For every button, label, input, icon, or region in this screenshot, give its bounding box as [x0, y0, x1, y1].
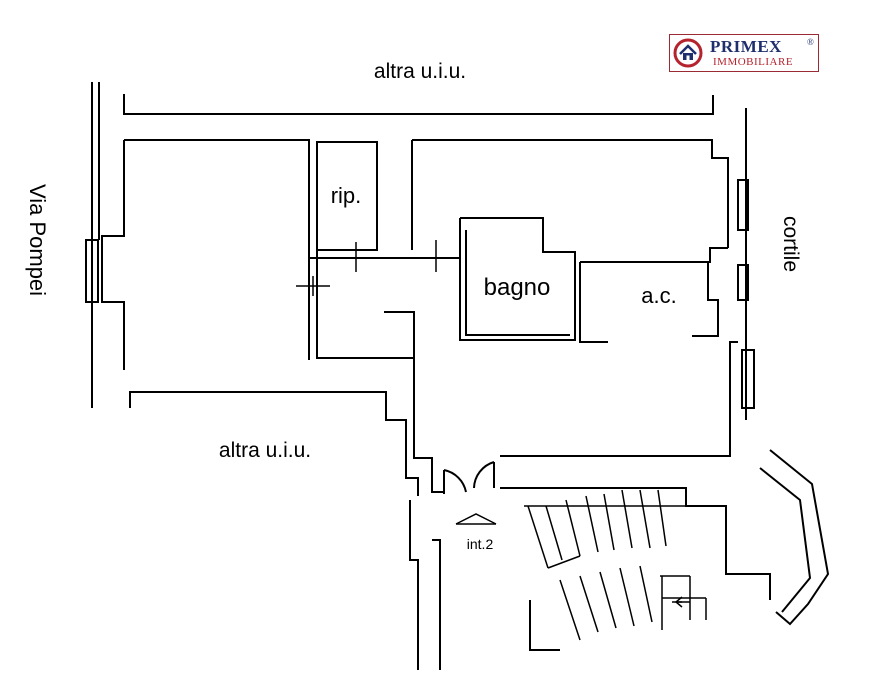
left-room-right-wall [124, 139, 310, 360]
right-room-top-wall [412, 139, 729, 248]
storage-room [316, 141, 378, 251]
entrance-marker [455, 513, 497, 525]
courtyard-window-1 [737, 179, 749, 231]
bottom-unit-boundary [129, 391, 419, 496]
primex-logo: PRIMEX ® IMMOBILIARE [669, 34, 819, 72]
logo-registered-mark: ® [807, 37, 814, 47]
corridor-right-wall [384, 311, 444, 493]
left-room-left-wall [101, 140, 125, 370]
house-logo-icon [673, 38, 703, 68]
bathroom-inner-walls [465, 230, 570, 336]
door-ticks [296, 240, 452, 296]
stair-left-wall-2 [432, 539, 441, 670]
corridor-left-wall [316, 250, 415, 359]
lower-right-wall [500, 341, 738, 457]
top-unit-label: altra u.i.u. [374, 60, 466, 83]
stair-outline-1 [500, 487, 771, 600]
street-label: Via Pompei [25, 184, 50, 296]
door-swing-right [473, 461, 495, 489]
bathroom-label: bagno [484, 274, 551, 301]
stair-landing [529, 600, 560, 651]
courtyard-window-3 [741, 349, 755, 409]
courtyard-label: cortile [779, 216, 802, 272]
entrance-label: int.2 [467, 536, 494, 552]
closet-right-wall [692, 262, 719, 337]
stair-outline-2 [769, 449, 830, 626]
top-unit-boundary [123, 94, 714, 115]
logo-name: PRIMEX [710, 37, 782, 56]
closet-left-wall [579, 262, 608, 343]
bathroom-walls [459, 217, 576, 341]
bottom-unit-label: altra u.i.u. [219, 439, 311, 462]
closet-label: a.c. [641, 283, 676, 308]
stair-outline-3 [759, 467, 812, 613]
right-room-bottom-wall [580, 247, 728, 263]
stair-arrow [674, 596, 690, 608]
logo-subtitle: IMMOBILIARE [713, 56, 794, 68]
courtyard-window-2 [737, 264, 749, 301]
walls [85, 82, 830, 670]
storage-label: rip. [331, 183, 362, 208]
door-swing-left [443, 469, 467, 493]
stair-treads [524, 489, 707, 641]
stair-left-wall [409, 500, 419, 670]
